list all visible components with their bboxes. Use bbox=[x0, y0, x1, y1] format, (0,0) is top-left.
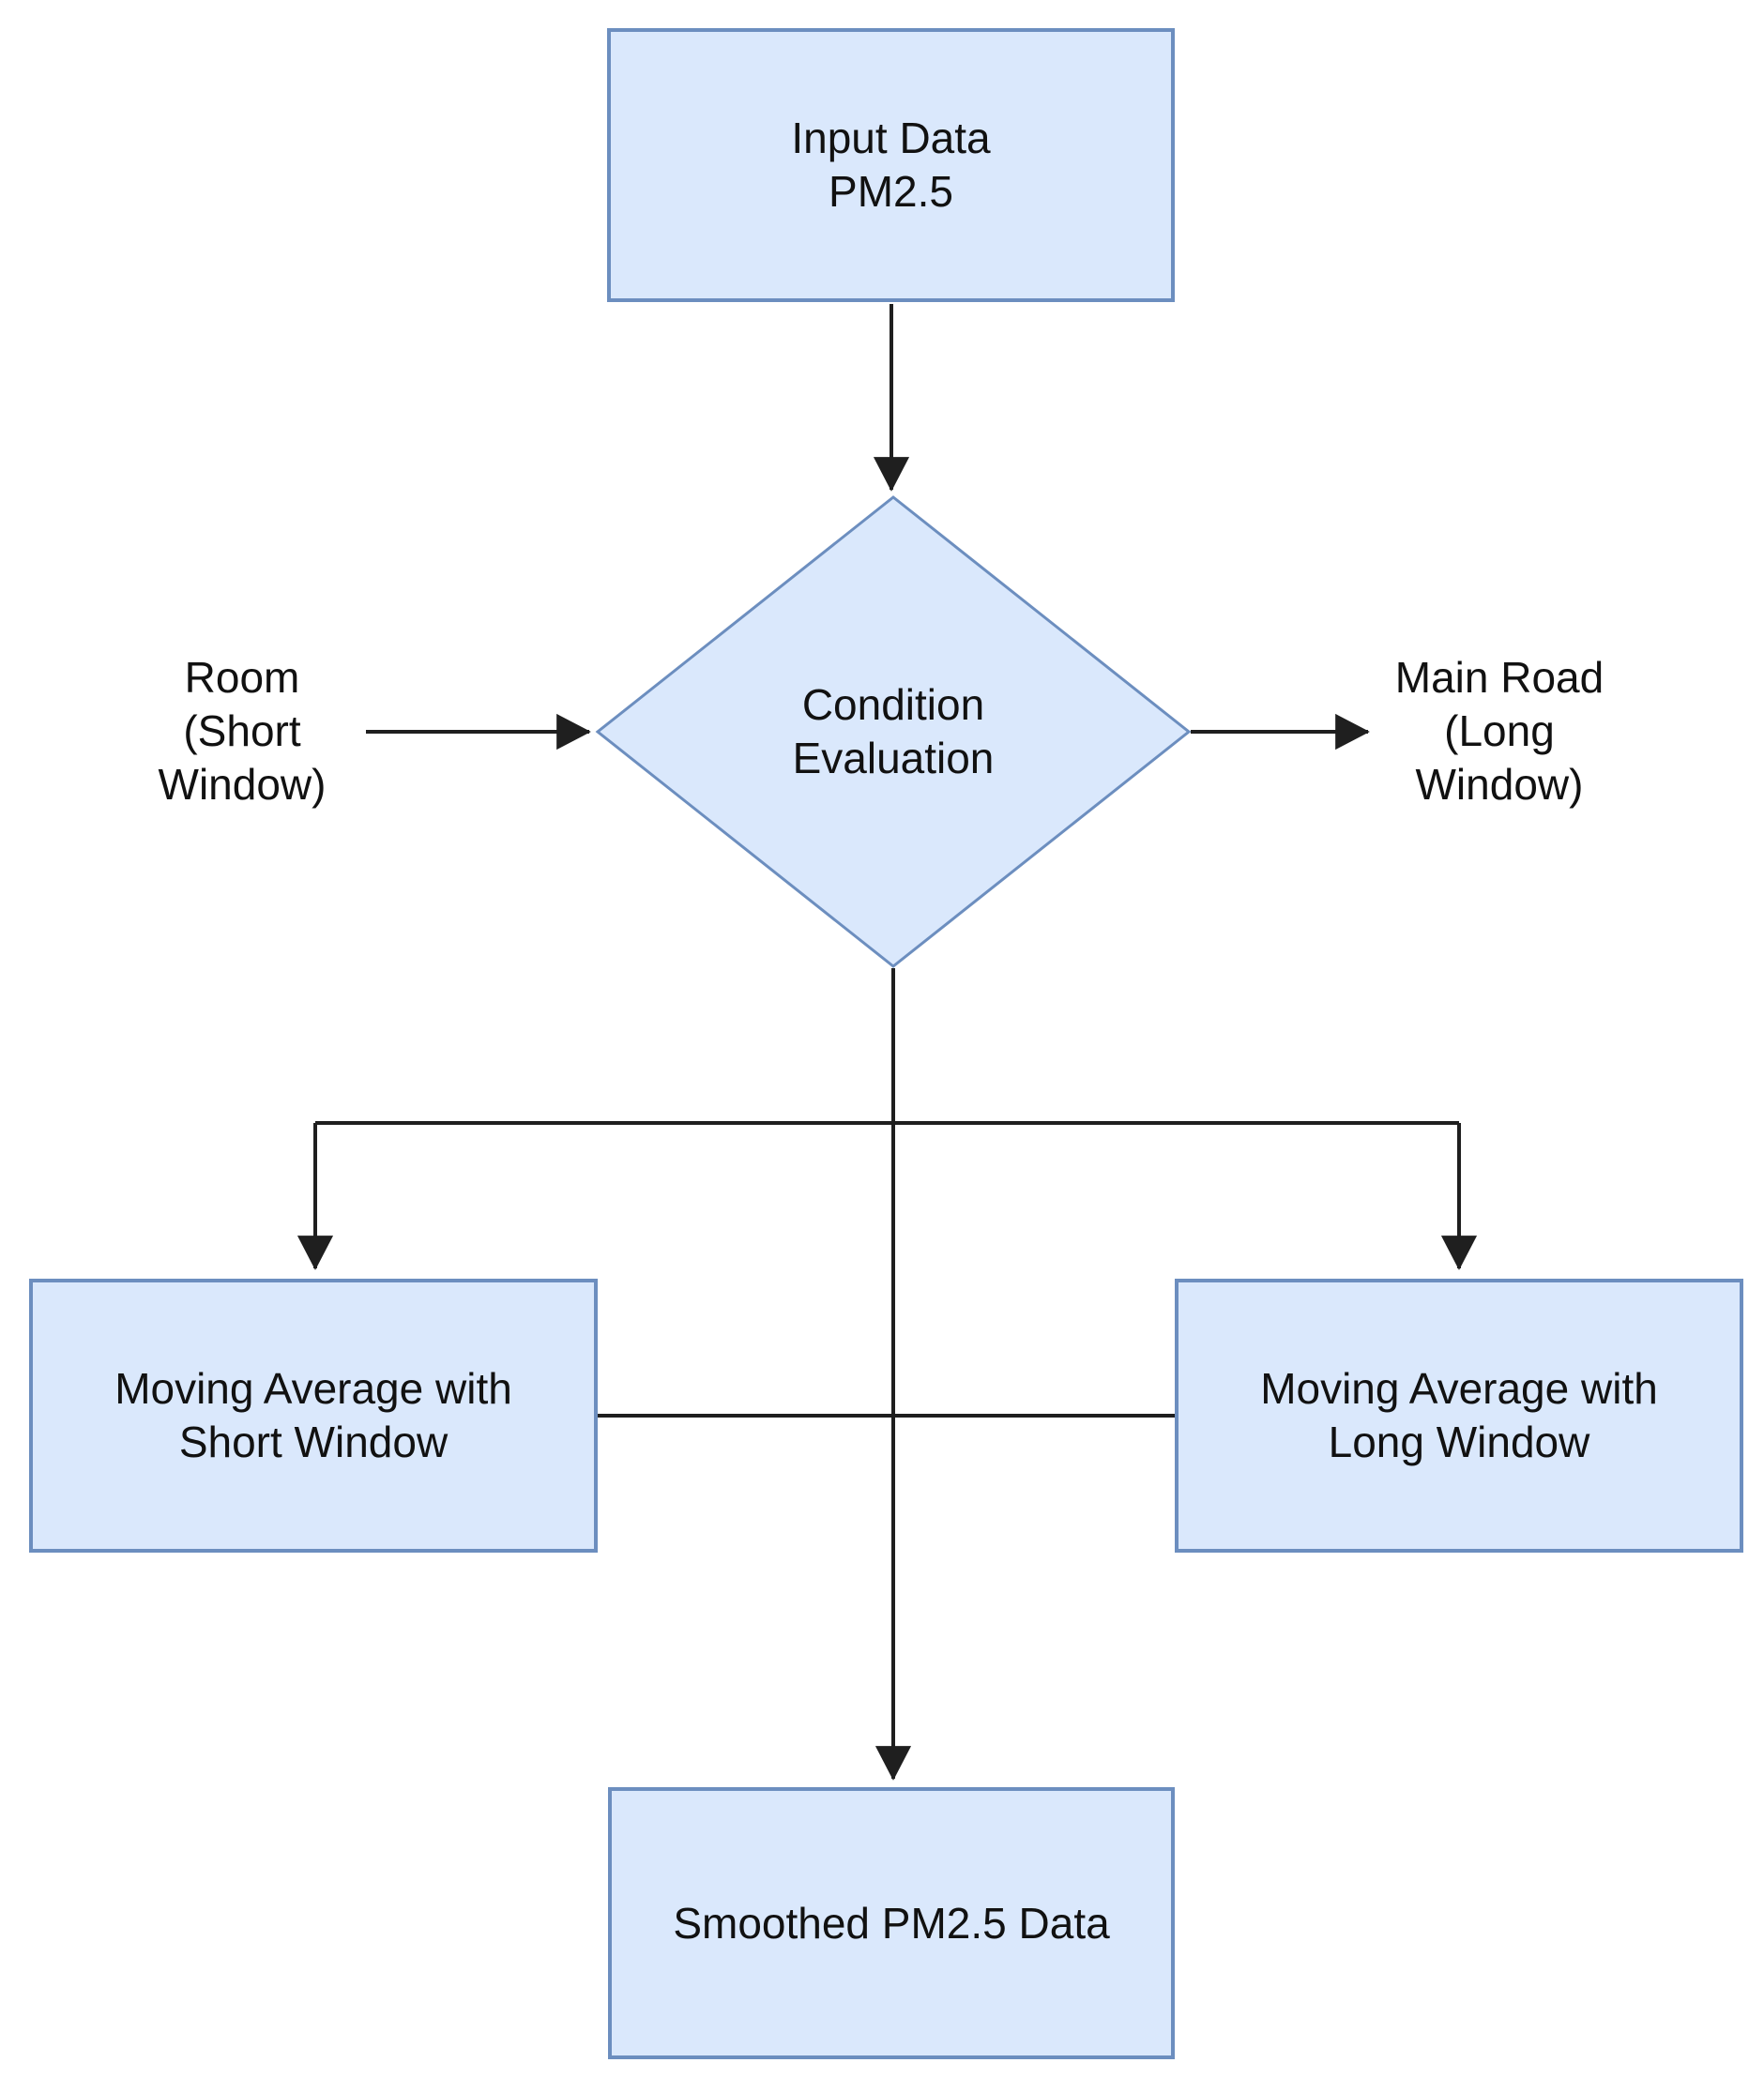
label-room-short-window: Room (Short Window) bbox=[111, 651, 373, 811]
node-moving-average-long: Moving Average with Long Window bbox=[1175, 1279, 1743, 1553]
label-main-road-long-window: Main Road (Long Window) bbox=[1368, 651, 1631, 811]
node-moving-average-short: Moving Average with Short Window bbox=[29, 1279, 598, 1553]
node-condition-evaluation-label: Condition Evaluation bbox=[792, 680, 995, 782]
node-input-data: Input Data PM2.5 bbox=[607, 28, 1175, 302]
node-moving-average-short-label: Moving Average with Short Window bbox=[114, 1364, 512, 1466]
node-smoothed-data: Smoothed PM2.5 Data bbox=[608, 1787, 1175, 2059]
node-smoothed-data-label: Smoothed PM2.5 Data bbox=[673, 1898, 1110, 1948]
label-room-short-window-text: Room (Short Window) bbox=[158, 653, 327, 809]
condition-diamond-shape bbox=[595, 495, 1192, 968]
label-main-road-long-window-text: Main Road (Long Window) bbox=[1394, 653, 1604, 809]
node-input-data-label: Input Data PM2.5 bbox=[791, 114, 991, 216]
node-moving-average-long-label: Moving Average with Long Window bbox=[1260, 1364, 1658, 1466]
node-condition-evaluation: Condition Evaluation bbox=[598, 497, 1189, 966]
